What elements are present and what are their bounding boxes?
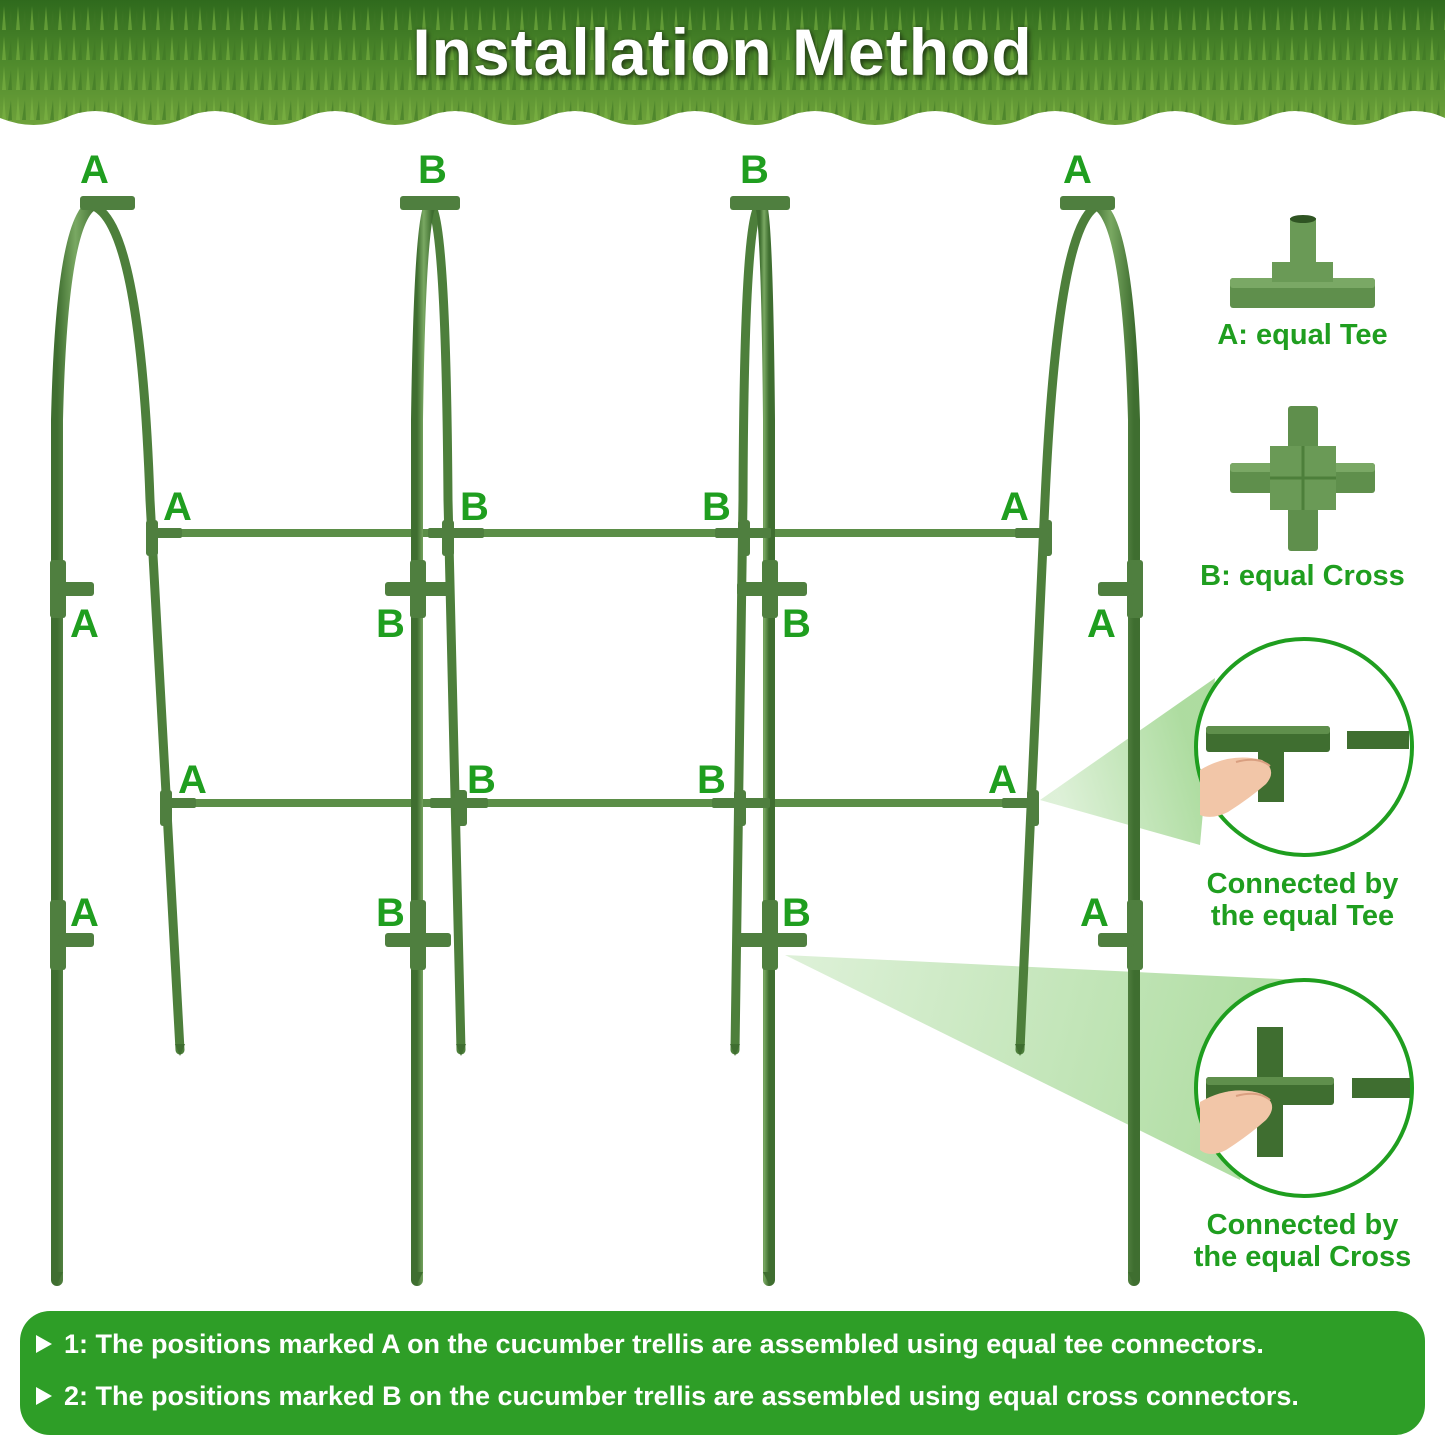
notes-box: 1: The positions marked A on the cucumbe…: [20, 1311, 1425, 1435]
label-t2b-3: B: [697, 758, 726, 802]
label-top-1: A: [80, 148, 109, 192]
front-arch-mid-right: [754, 197, 775, 1286]
tee-detail-line-1: Connected by: [1206, 868, 1399, 900]
label-t2f-4: A: [1080, 891, 1109, 935]
label-t2f-2: B: [376, 891, 405, 935]
label-t1b-3: B: [702, 485, 731, 529]
label-t1b-4: A: [1000, 485, 1029, 529]
back-arch-mid-left: [425, 200, 466, 1055]
back-arch-left: [85, 200, 185, 1055]
label-t2f-3: B: [782, 891, 811, 935]
cross-detail-circle: [1194, 978, 1414, 1198]
label-top-3: B: [740, 148, 769, 192]
connectors: [50, 196, 1143, 970]
position-labels: A B B A A B B A A B B A A B B A A B B A: [70, 148, 1116, 935]
cross-connector-icon: [1230, 406, 1375, 551]
tee-label: A: equal Tee: [1217, 319, 1388, 351]
label-t2b-1: A: [178, 758, 207, 802]
note-1-text: 1: The positions marked A on the cucumbe…: [64, 1329, 1264, 1359]
label-t1b-1: A: [163, 485, 192, 529]
back-bars: [146, 529, 1052, 807]
cross-detail-caption: Connected by the equal Cross: [1175, 1209, 1430, 1273]
label-t1b-2: B: [460, 485, 489, 529]
tee-detail-caption: Connected by the equal Tee: [1180, 868, 1425, 932]
page-title: Installation Method: [412, 15, 1033, 89]
label-t1f-3: B: [782, 602, 811, 646]
tee-callout-beam: [1040, 678, 1215, 845]
tee-detail-line-2: the equal Tee: [1210, 900, 1395, 932]
tee-connector-icon: [1230, 215, 1375, 308]
cross-detail-line-2: the equal Cross: [1193, 1241, 1412, 1273]
label-t2f-1: A: [70, 891, 99, 935]
label-t1f-2: B: [376, 602, 405, 646]
cross-detail-line-1: Connected by: [1206, 1209, 1399, 1241]
play-arrow-icon: [36, 1334, 52, 1353]
label-top-4: A: [1063, 148, 1092, 192]
back-arch-right: [1015, 200, 1105, 1055]
front-bars: [51, 197, 1140, 946]
back-poles: [85, 200, 1105, 1055]
label-t1f-4: A: [1087, 602, 1116, 646]
grass-header: [0, 0, 1445, 125]
front-arch-left: [51, 197, 104, 1286]
back-arch-mid-right: [730, 200, 765, 1055]
front-poles: [51, 197, 1140, 1286]
tee-detail-circle: [1194, 637, 1414, 857]
label-top-2: B: [418, 148, 447, 192]
cross-label: B: equal Cross: [1200, 560, 1405, 592]
play-arrow-icon: [36, 1386, 52, 1405]
note-1: 1: The positions marked A on the cucumbe…: [36, 1329, 1264, 1360]
cross-callout-beam: [785, 955, 1300, 1180]
note-2: 2: The positions marked B on the cucumbe…: [36, 1381, 1299, 1412]
note-2-text: 2: The positions marked B on the cucumbe…: [64, 1381, 1299, 1411]
label-t2b-4: A: [988, 758, 1017, 802]
front-arch-mid-left: [411, 197, 438, 1286]
label-t1f-1: A: [70, 602, 99, 646]
label-t2b-2: B: [467, 758, 496, 802]
stake-tips: [51, 1044, 1140, 1284]
